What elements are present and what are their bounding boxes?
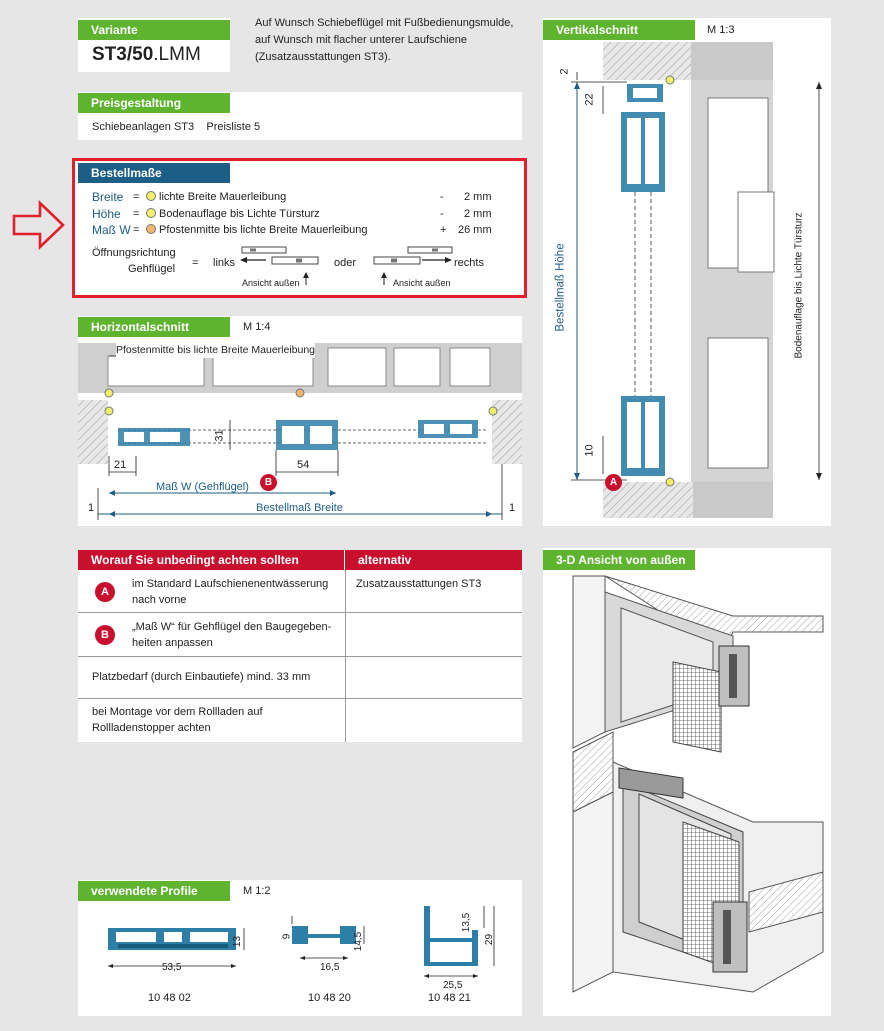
profile-1-dim-height: 13 [232,935,244,948]
dim-10: 10 [583,444,596,457]
order-sign-1: - [440,191,444,203]
profiles-scale: M 1:2 [243,885,271,897]
horizontal-scale: M 1:4 [243,321,271,333]
dim-order-width: Bestellmaß Breite [256,502,343,514]
note-row-4 [78,698,522,699]
order-text-2: Bodenauflage bis Lichte Türsturz [146,207,320,222]
order-text-1: lichte Breite Mauerleibung [146,190,286,205]
notes-header: Worauf Sie unbedingt achten sollten [78,550,344,570]
note-row-3-line-1: Platzbedarf (durch Einbautiefe) mind. 33… [92,671,311,683]
note-row-2-line-1: „Maß W“ für Gehflügel den Baugegeben- [132,621,332,633]
profile-2-dim-width: 16,5 [320,962,340,973]
order-sign-3: + [440,224,447,236]
profile-1-dim-width: 53,5 [162,962,182,973]
variant-code-suffix: .LMM [153,44,201,65]
dim-2: 2 [558,68,571,75]
opening-eq: = [192,257,199,269]
variant-desc-1: Auf Wunsch Schiebeflügel mit Fußbedienun… [255,17,514,29]
profile-3-code: 10 48 21 [428,992,471,1004]
view-label-right: Ansicht außen [393,278,451,288]
dim-22: 22 [583,93,596,106]
dim-1-right: 1 [509,502,516,514]
note-row-1-badge: A [95,582,115,602]
order-eq-1: = [133,191,140,203]
order-sign-2: - [440,208,444,220]
profile-2-dim-top: 9 [281,933,293,940]
pricing-text: Schiebeanlagen ST3 Preisliste 5 [92,121,261,133]
order-text-3: Pfostenmitte bis lichte Breite Mauerleib… [146,223,368,238]
orange-dot-icon [146,224,156,234]
variant-desc-3: (Zusatzausstattungen ST3). [255,51,391,63]
note-row-4-line-1: bei Montage vor dem Rollladen auf [92,706,263,718]
yellow-dot-icon [146,191,156,201]
order-header: Bestellmaße [78,163,230,183]
order-label-breite: Breite [92,190,124,204]
note-row-2 [78,612,522,613]
profile-3-dim-height: 29 [484,933,496,946]
note-row-2-line-2: heiten anpassen [132,637,213,649]
dim-21: 21 [114,459,127,471]
profile-1-code: 10 48 02 [148,992,191,1004]
order-eq-2: = [133,208,140,220]
opening-or: oder [334,257,357,269]
dim-mass-w: Maß W (Gehflügel) [156,481,249,493]
dim-54: 54 [297,459,310,471]
order-label-mass-w: Maß W [92,223,131,237]
notes-panel [78,550,522,742]
order-value-1: 2 mm [464,191,492,203]
dim-31: 31 [213,429,226,442]
yellow-dot-icon [146,208,156,218]
view3d-header: 3-D Ansicht von außen [543,550,695,570]
view3d-drawing [572,575,824,993]
view-label-left: Ansicht außen [242,278,300,288]
horizontal-header: Horizontalschnitt [78,317,230,337]
horizontal-section-drawing [78,343,522,520]
profiles-header: verwendete Profile [78,881,230,901]
note-row-1-line-2: nach vorne [132,594,187,606]
opening-label-2: Gehflügel [128,263,176,275]
note-row-1-alt: Zusatzausstattungen ST3 [356,578,482,590]
note-row-4-line-2: Rollladenstopper achten [92,722,211,734]
profile-3-dim-width: 25,5 [443,980,463,991]
variant-code-bold: ST3/50 [92,44,154,65]
profiles-drawing [108,906,495,978]
order-eq-3: = [133,224,140,236]
order-value-3: 26 mm [458,224,492,236]
vertical-scale: M 1:3 [707,24,735,36]
profile-3-dim-upper: 13,5 [461,912,473,933]
opening-left: links [213,257,236,269]
note-row-1-line-1: im Standard Laufschienenentwässerung [132,578,329,590]
vertical-panel [543,18,831,526]
dim-floor-to-lintel: Bodenauflage bis Lichte Türsturz [793,212,805,359]
note-badge-b: B [260,474,277,491]
dim-1-left: 1 [88,502,95,514]
profile-104821-shape [424,906,495,978]
pricing-header: Preisgestaltung [78,93,230,113]
dim-order-height: Bestellmaß Höhe [554,243,567,332]
order-label-hoehe: Höhe [92,207,121,221]
opening-label-1: Öffnungsrichtung [92,247,176,259]
profile-2-code: 10 48 20 [308,992,351,1004]
profile-104802-shape [108,928,245,968]
note-row-3 [78,656,522,657]
arrow-right-outline-icon [12,200,65,250]
variant-desc-2: auf Wunsch mit flacher unterer Laufschie… [255,34,467,46]
notes-alt-header: alternativ [345,550,522,570]
note-badge-a: A [605,474,622,491]
opening-direction-diagram [240,246,453,285]
profile-2-dim-height: 14,5 [353,931,365,952]
dim-post-to-reveal: Pfostenmitte bis lichte Breite Mauerleib… [116,343,316,358]
vertical-section-drawing [571,42,822,518]
note-row-2-badge: B [95,625,115,645]
variant-header: Variante [78,20,230,40]
order-value-2: 2 mm [464,208,492,220]
vertical-header: Vertikalschnitt [543,20,695,40]
variant-code: ST3/50.LMM [92,44,201,66]
opening-right: rechts [454,257,484,269]
profile-104820-shape [291,916,365,960]
